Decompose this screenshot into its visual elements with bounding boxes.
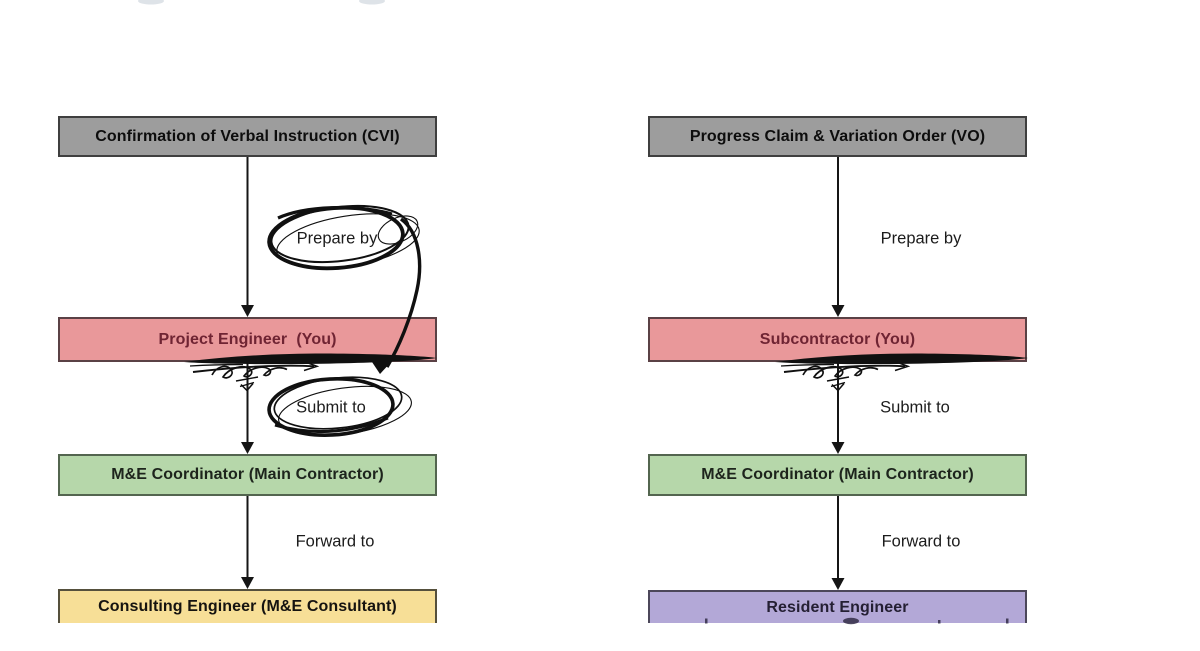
vo-resident-engineer-box: Resident Engineer: [648, 590, 1027, 623]
cvi-consulting-engineer-label: Consulting Engineer (M&E Consultant): [98, 598, 397, 615]
cvi-me-coordinator-box: M&E Coordinator (Main Contractor): [58, 454, 437, 496]
cvi-edge-label-prepare-by: Prepare by: [296, 229, 378, 248]
top-edge-smudges: [138, 0, 385, 5]
cvi-edge-label-forward-to: Forward to: [295, 532, 375, 551]
cvi-edge-label-submit-to: Submit to: [296, 398, 366, 417]
cvi-project-engineer-box: Project Engineer (You): [58, 317, 437, 362]
vo-edge-label-submit-to: Submit to: [880, 398, 950, 417]
vo-me-coordinator-box: M&E Coordinator (Main Contractor): [648, 454, 1027, 496]
vo-edge-label-forward-to: Forward to: [881, 532, 961, 551]
vo-header-box: Progress Claim & Variation Order (VO): [648, 116, 1027, 157]
cvi-consulting-engineer-box: Consulting Engineer (M&E Consultant): [58, 589, 437, 623]
cvi-header-box: Confirmation of Verbal Instruction (CVI): [58, 116, 437, 157]
vo-resident-engineer-label: Resident Engineer: [766, 599, 909, 616]
cvi-connectors: [241, 157, 254, 589]
vo-connectors: [831, 157, 845, 590]
vo-subcontractor-box: Subcontractor (You): [648, 317, 1027, 362]
vo-edge-label-prepare-by: Prepare by: [880, 229, 962, 248]
